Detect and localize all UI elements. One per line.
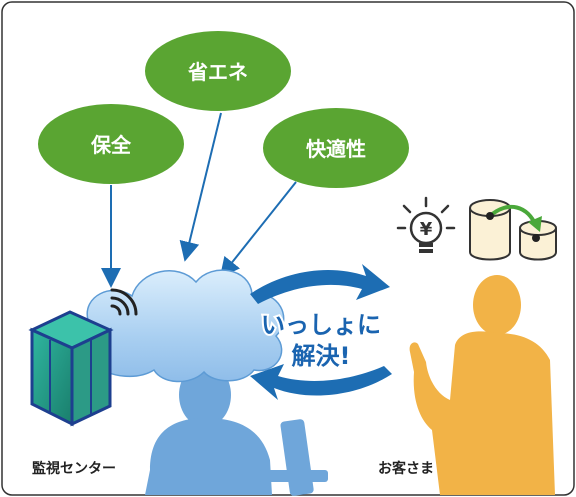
exchange-arrows	[250, 264, 392, 400]
message-line2: 解決!	[292, 342, 351, 370]
operator-silhouette	[145, 363, 328, 496]
bubble-energy-saving: 省エネ	[145, 31, 291, 111]
arrow-to-customer-icon	[250, 264, 390, 304]
arrow-to-center-icon	[250, 364, 392, 400]
customer-silhouette	[409, 275, 555, 495]
cylinder-small-icon	[519, 220, 557, 261]
transfer-arrowhead-icon	[528, 216, 542, 232]
monitoring-center-label: 監視センター	[32, 460, 116, 477]
wifi-signal-icon	[110, 288, 138, 316]
bubble-comfort: 快適性	[263, 108, 409, 188]
cylinder-large-icon	[469, 199, 511, 261]
arrow-energy-to-cloud	[179, 112, 222, 262]
cylinder-dot-start	[486, 212, 494, 220]
bubble-maintenance: 保全	[38, 104, 184, 184]
bubble-comfort-label: 快適性	[306, 137, 366, 161]
customer-label: お客さま	[378, 460, 434, 477]
message-line1: いっしょに	[261, 311, 381, 339]
bubble-energy-saving-label: 省エネ	[187, 60, 248, 84]
cylinder-dot-end	[532, 234, 540, 242]
server-box-icon	[28, 310, 114, 427]
bubble-maintenance-label: 保全	[90, 133, 132, 157]
yen-symbol: ¥	[420, 219, 433, 240]
arrow-comfort-to-cloud	[219, 181, 297, 278]
lightbulb-yen-icon: ¥	[396, 196, 456, 253]
